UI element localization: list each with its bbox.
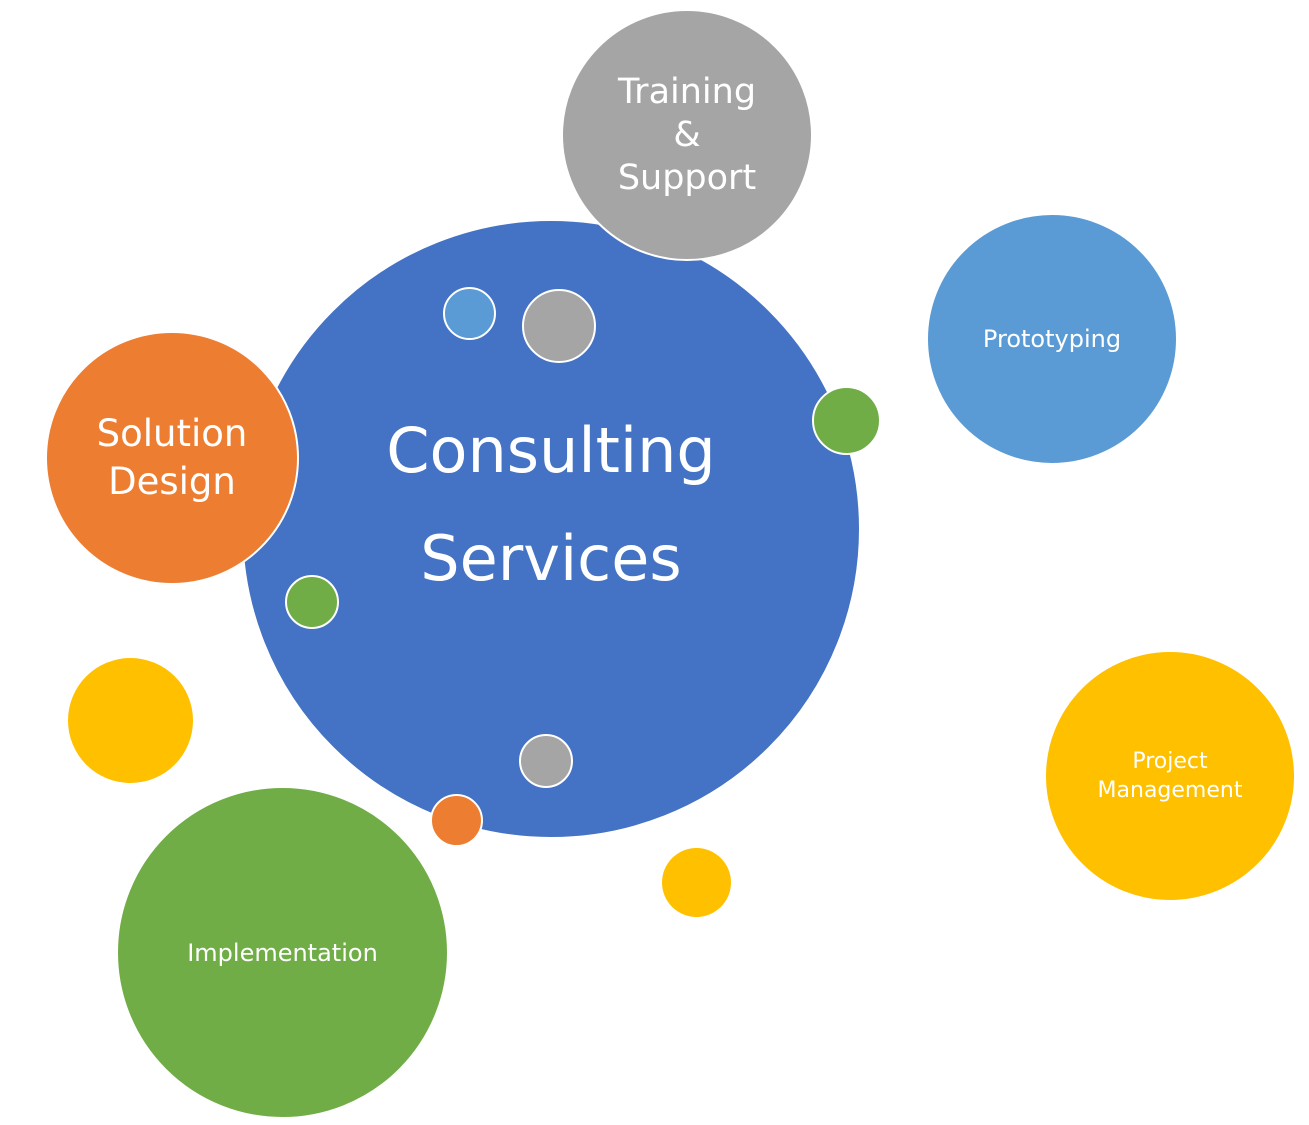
solution-design-label: Solution Design [96, 412, 248, 503]
consulting-services-label: Consulting Services [386, 414, 716, 595]
decorative-dot [522, 289, 596, 363]
solution-design-bubble: Solution Design [45, 331, 299, 585]
decorative-dot [68, 658, 193, 783]
project-management-label: Project Management [1097, 749, 1243, 803]
project-management-bubble: Project Management [1044, 650, 1296, 902]
implementation-bubble: Implementation [116, 786, 449, 1119]
implementation-label: Implementation [187, 938, 378, 967]
training-support-bubble: Training & Support [561, 9, 813, 261]
decorative-dot [430, 794, 483, 847]
decorative-dot [443, 287, 496, 340]
prototyping-bubble: Prototyping [926, 213, 1178, 465]
decorative-dot [662, 848, 731, 917]
decorative-dot [285, 575, 339, 629]
training-support-label: Training & Support [617, 71, 757, 198]
decorative-dot [519, 734, 573, 788]
prototyping-label: Prototyping [982, 325, 1122, 353]
decorative-dot [812, 386, 881, 455]
